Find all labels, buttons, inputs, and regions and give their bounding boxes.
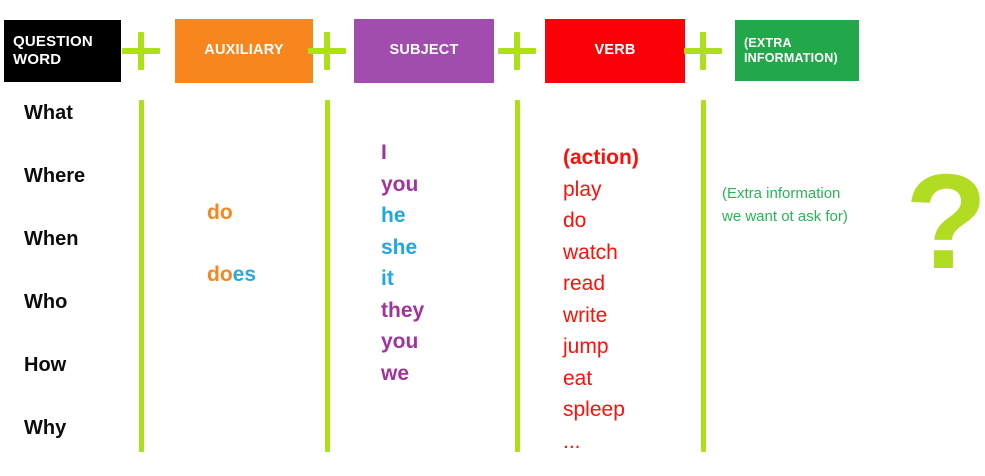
header-label-line2: WORD (13, 51, 62, 68)
verb-item: (action) (563, 146, 639, 169)
auxiliary-stem: do (207, 201, 233, 224)
question-mark-icon: ? (905, 146, 985, 297)
subject-item: it (381, 267, 394, 290)
column-auxiliaries: do does (207, 200, 317, 324)
auxiliary-item: does (207, 262, 317, 324)
question-word-item: Who (24, 291, 68, 313)
column-verbs: (action) play do watch read write jump e… (563, 142, 693, 457)
question-word-item: Where (24, 165, 86, 187)
header-label-auxiliary: AUXILIARY (204, 42, 284, 59)
header-box-extra-information: (EXTRA INFORMATION) (735, 20, 859, 81)
plus-icon-3 (498, 32, 536, 70)
verb-item: ... (563, 429, 581, 453)
subject-item: he (381, 204, 406, 227)
verb-item: read (563, 272, 606, 295)
question-word-item: Why (24, 417, 67, 439)
plus-icon-1 (122, 32, 160, 70)
subject-item: you (381, 172, 419, 196)
extra-information-note: (Extra information we want ot ask for) (722, 182, 907, 228)
header-label-line1: (EXTRA (744, 35, 792, 50)
auxiliary-suffix: es (232, 263, 257, 286)
header-label-subject: SUBJECT (389, 42, 459, 59)
question-word-item: What (24, 102, 73, 124)
header-label-extra-information: (EXTRA INFORMATION) (744, 36, 838, 66)
header-label-line2: INFORMATION) (744, 50, 838, 65)
extra-information-note-line2: we want ot ask for) (722, 208, 848, 225)
verb-item: eat (563, 366, 593, 390)
header-label-verb: VERB (594, 42, 636, 59)
header-box-subject: SUBJECT (354, 19, 494, 83)
verb-item: jump (563, 335, 609, 358)
header-box-verb: VERB (545, 19, 685, 83)
verb-item: play (563, 177, 602, 201)
verb-item: spleep (563, 398, 625, 421)
verb-item: write (563, 303, 608, 327)
column-divider-4 (701, 100, 706, 452)
subject-item: she (381, 235, 418, 259)
question-word-item: How (24, 354, 67, 376)
header-label-line1: QUESTION (13, 33, 93, 51)
column-subjects: I you he she it they you we (381, 137, 501, 389)
subject-item: you (381, 330, 419, 353)
auxiliary-item: do (207, 200, 317, 262)
verb-item: watch (563, 240, 618, 264)
plus-icon-4 (684, 32, 722, 70)
header-label-question-word: QUESTION WORD (13, 33, 93, 68)
column-divider-1 (139, 100, 144, 452)
column-question-words: What Where When Who How Why (24, 98, 134, 476)
header-box-question-word: QUESTION WORD (4, 20, 121, 82)
subject-item: we (381, 361, 410, 385)
header-box-auxiliary: AUXILIARY (175, 19, 313, 83)
subject-item: I (381, 141, 387, 164)
plus-icon-2 (308, 32, 346, 70)
extra-information-note-line1: (Extra information (722, 185, 841, 202)
column-divider-2 (325, 100, 330, 452)
subject-item: they (381, 298, 425, 322)
auxiliary-stem: do (207, 263, 233, 286)
column-divider-3 (515, 100, 520, 452)
verb-item: do (563, 209, 587, 232)
question-word-item: When (24, 228, 79, 250)
